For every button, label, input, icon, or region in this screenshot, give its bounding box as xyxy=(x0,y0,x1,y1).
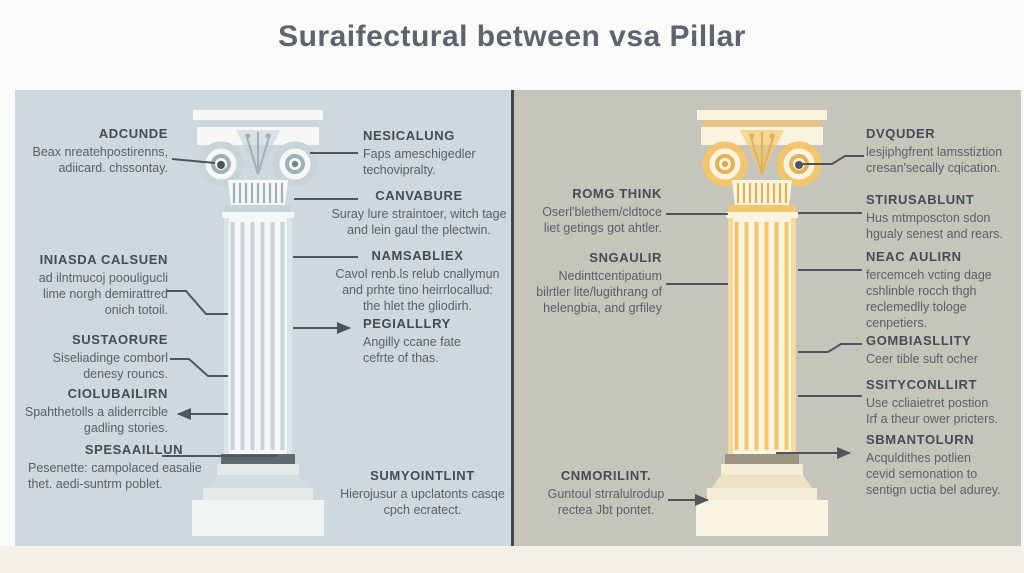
label-body: Beax nreatehpostirenns, adiicard. chsson… xyxy=(32,145,168,175)
label-body: Guntoul strralulrodup rectea Jbt pontet. xyxy=(547,487,665,517)
label-title: ROMG THINK xyxy=(572,186,662,201)
label-title: SUMYOINTLINT xyxy=(370,468,475,483)
label-cnmorilint: CNMORILINT. Guntoul strralulrodup rectea… xyxy=(532,468,680,518)
page-title: Suraifectural between vsa Pillar xyxy=(278,20,746,53)
label-body: Faps ameschigedler techovipralty. xyxy=(363,147,476,177)
label-body: Hierojusur a upclatonts casqe cpch ecrat… xyxy=(340,487,505,517)
label-title: SPESAAILLUN xyxy=(84,442,184,457)
left-pillar-illustration xyxy=(192,110,324,536)
label-body: Use ccliaietret postion Irf a theur ower… xyxy=(866,396,998,426)
label-neac-aulirn: NEAC AULIRN fercemceh vcting dage cshlin… xyxy=(866,249,1021,331)
right-pillar-illustration xyxy=(696,110,828,536)
label-body: Angilly ccane fate cefrte of thas. xyxy=(363,335,461,365)
label-title: GOMBIASLLITY xyxy=(866,333,972,348)
label-title: CNMORILINT. xyxy=(560,468,652,483)
label-body: Ceer tible suft ocher xyxy=(866,352,978,366)
label-title: INIASDA CALSUEN xyxy=(39,252,168,267)
label-title: NEAC AULIRN xyxy=(866,249,962,264)
label-title: SUSTAORURE xyxy=(71,332,168,347)
label-gombiasllity: GOMBIASLLITY Ceer tible suft ocher xyxy=(866,333,1021,367)
label-pegialllry: PEGIALLLRY Angilly ccane fate cefrte of … xyxy=(363,316,503,366)
label-spesaaillun: SPESAAILLUN Pesenette: campolaced easali… xyxy=(28,442,240,492)
label-namsabliex: NAMSABLIEX Cavol renb.ls relub cnallymun… xyxy=(327,248,508,314)
label-adcunde: ADCUNDE Beax nreatehpostirenns, adiicard… xyxy=(28,126,168,176)
panel-divider xyxy=(511,90,514,546)
bottom-strip xyxy=(0,546,1024,573)
label-sumyointlint: SUMYOINTLINT Hierojusur a upclatonts cas… xyxy=(330,468,515,518)
label-sngaulir: SNGAULIR Nedinttcentipatium bilrtler lit… xyxy=(512,250,662,316)
label-ssityconllirt: SSITYCONLLIRT Use ccliaietret postion Ir… xyxy=(866,377,1024,427)
label-title: PEGIALLLRY xyxy=(363,316,451,331)
label-body: Siseliadinge comborl denesy rouncs. xyxy=(52,351,168,381)
label-body: Oserl'blethem/cldtoce liet getings got a… xyxy=(542,205,662,235)
label-romg-think: ROMG THINK Oserl'blethem/cldtoce liet ge… xyxy=(520,186,662,236)
label-nesicalung: NESICALUNG Faps ameschigedler techovipra… xyxy=(363,128,508,178)
label-body: Suray lure straintoer, witch tage and le… xyxy=(331,207,507,237)
label-sbmantolurn: SBMANTOLURN Acquldithes potlien cevid se… xyxy=(866,432,1024,498)
label-title: ADCUNDE xyxy=(98,126,168,141)
label-body: lesjiphgfrent lamsstiztion cresan'secall… xyxy=(866,145,1003,175)
label-title: NESICALUNG xyxy=(363,128,455,143)
label-stirusablunt: STIRUSABLUNT Hus mtmposcton sdon hgualy … xyxy=(866,192,1021,242)
label-sustaorure: SUSTAORURE Siseliadinge comborl denesy r… xyxy=(28,332,168,382)
label-title: SBMANTOLURN xyxy=(866,432,975,447)
label-body: Hus mtmposcton sdon hgualy senest and re… xyxy=(866,211,1003,241)
label-body: Acquldithes potlien cevid semonation to … xyxy=(866,451,1001,497)
label-title: NAMSABLIEX xyxy=(371,248,464,263)
label-ciolubailirn: CIOLUBAILIRN Spahthetolls a aliderrcible… xyxy=(18,386,168,436)
label-title: SNGAULIR xyxy=(589,250,662,265)
label-body: Nedinttcentipatium bilrtler lite/lugithr… xyxy=(536,269,662,315)
label-body: fercemceh vcting dage cshlinble rocch th… xyxy=(866,268,992,330)
label-iniasda-calsuen: INIASDA CALSUEN ad ilntmucoj poouligucli… xyxy=(28,252,168,318)
label-body: Spahthetolls a aliderrcible gadling stor… xyxy=(24,405,168,435)
label-body: ad ilntmucoj poouligucli lime norgh demi… xyxy=(38,271,168,317)
label-title: SSITYCONLLIRT xyxy=(866,377,978,392)
label-title: DVQUDER xyxy=(866,126,936,141)
label-canvabure: CANVABURE Suray lure straintoer, witch t… xyxy=(330,188,508,238)
label-body: Pesenette: campolaced easalie thet. aedi… xyxy=(28,461,202,491)
label-dvquder: DVQUDER lesjiphgfrent lamsstiztion cresa… xyxy=(866,126,1021,176)
label-title: STIRUSABLUNT xyxy=(866,192,975,207)
label-title: CANVABURE xyxy=(375,188,463,203)
label-title: CIOLUBAILIRN xyxy=(67,386,168,401)
label-body: Cavol renb.ls relub cnallymun and prhte … xyxy=(335,267,500,313)
